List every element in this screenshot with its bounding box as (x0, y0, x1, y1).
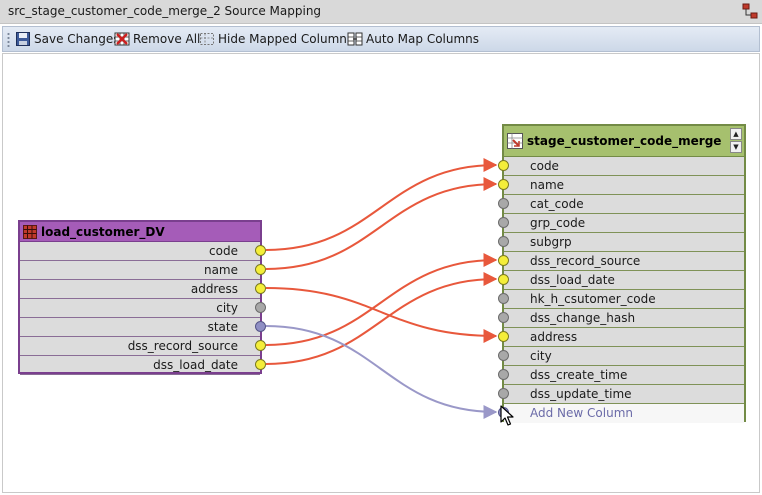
source-port-dss-record-source[interactable] (254, 339, 266, 351)
source-table-header[interactable]: load_customer_DV (20, 222, 260, 242)
target-column-city[interactable]: city (504, 347, 744, 366)
target-port-address[interactable] (497, 330, 509, 342)
target-column-cat-code[interactable]: cat_code (504, 195, 744, 214)
target-table-name: stage_customer_code_merge (527, 134, 722, 148)
source-column-dss-load-date[interactable]: dss_load_date (20, 356, 260, 375)
add-new-column-row[interactable]: Add New Column (504, 404, 744, 423)
auto-map-columns-button[interactable]: Auto Map Columns (347, 29, 479, 49)
auto-map-columns-label: Auto Map Columns (366, 32, 480, 46)
source-port-city[interactable] (254, 301, 266, 313)
hide-mapped-columns-label: Hide Mapped Columns (218, 32, 354, 46)
target-port-hk-h-csutomer-code[interactable] (497, 292, 509, 304)
target-port-dss-change-hash[interactable] (497, 311, 509, 323)
hide-columns-icon (199, 31, 215, 47)
hide-mapped-columns-button[interactable]: Hide Mapped Columns (199, 29, 353, 49)
target-table[interactable]: stage_customer_code_merge ▲ ▼ code name … (502, 124, 746, 423)
source-column-code[interactable]: code (20, 242, 260, 261)
scroll-down-button[interactable]: ▼ (730, 141, 742, 153)
target-column-hk-h-csutomer-code[interactable]: hk_h_csutomer_code (504, 290, 744, 309)
target-port-code[interactable] (497, 159, 509, 171)
remove-all-label: Remove All (133, 32, 201, 46)
source-port-dss-load-date[interactable] (254, 358, 266, 370)
source-port-code[interactable] (254, 244, 266, 256)
target-table-header[interactable]: stage_customer_code_merge ▲ ▼ (504, 126, 744, 157)
save-changes-button[interactable]: Save Changes (15, 29, 119, 49)
target-column-name[interactable]: name (504, 176, 744, 195)
target-column-dss-load-date[interactable]: dss_load_date (504, 271, 744, 290)
source-table-name: load_customer_DV (41, 224, 165, 239)
target-column-dss-update-time[interactable]: dss_update_time (504, 385, 744, 404)
diagram-icon[interactable] (742, 3, 758, 23)
target-port-dss-record-source[interactable] (497, 254, 509, 266)
source-port-name[interactable] (254, 263, 266, 275)
target-column-address[interactable]: address (504, 328, 744, 347)
target-column-dss-change-hash[interactable]: dss_change_hash (504, 309, 744, 328)
target-column-dss-record-source[interactable]: dss_record_source (504, 252, 744, 271)
target-column-code[interactable]: code (504, 157, 744, 176)
scroll-up-button[interactable]: ▲ (730, 128, 742, 140)
remove-all-button[interactable]: Remove All (114, 29, 200, 49)
target-column-subgrp[interactable]: subgrp (504, 233, 744, 252)
source-table[interactable]: load_customer_DV code name address city … (18, 220, 262, 375)
auto-map-icon (347, 31, 363, 47)
target-port-dss-update-time[interactable] (497, 387, 509, 399)
target-port-city[interactable] (497, 349, 509, 361)
target-column-grp-code[interactable]: grp_code (504, 214, 744, 233)
source-column-dss-record-source[interactable]: dss_record_source (20, 337, 260, 356)
source-column-address[interactable]: address (20, 280, 260, 299)
target-port-subgrp[interactable] (497, 235, 509, 247)
toolbar: Save Changes Remove All Hide Mapped Colu… (2, 26, 760, 52)
source-column-name[interactable]: name (20, 261, 260, 280)
target-port-name[interactable] (497, 178, 509, 190)
title-bar: src_stage_customer_code_merge_2 Source M… (0, 0, 762, 24)
table-grid-icon (23, 224, 37, 239)
stage-table-icon (507, 133, 523, 149)
mouse-pointer-icon (500, 405, 514, 426)
toolbar-grip[interactable] (7, 32, 10, 47)
source-port-state[interactable] (254, 320, 266, 332)
target-port-grp-code[interactable] (497, 216, 509, 228)
header-scroll-buttons: ▲ ▼ (730, 128, 742, 155)
window-title: src_stage_customer_code_merge_2 Source M… (8, 4, 322, 18)
target-port-cat-code[interactable] (497, 197, 509, 209)
source-port-address[interactable] (254, 282, 266, 294)
source-column-state[interactable]: state (20, 318, 260, 337)
target-port-dss-load-date[interactable] (497, 273, 509, 285)
save-changes-label: Save Changes (34, 32, 120, 46)
source-column-city[interactable]: city (20, 299, 260, 318)
save-icon (15, 31, 31, 47)
remove-all-icon (114, 31, 130, 47)
target-port-dss-create-time[interactable] (497, 368, 509, 380)
target-column-dss-create-time[interactable]: dss_create_time (504, 366, 744, 385)
